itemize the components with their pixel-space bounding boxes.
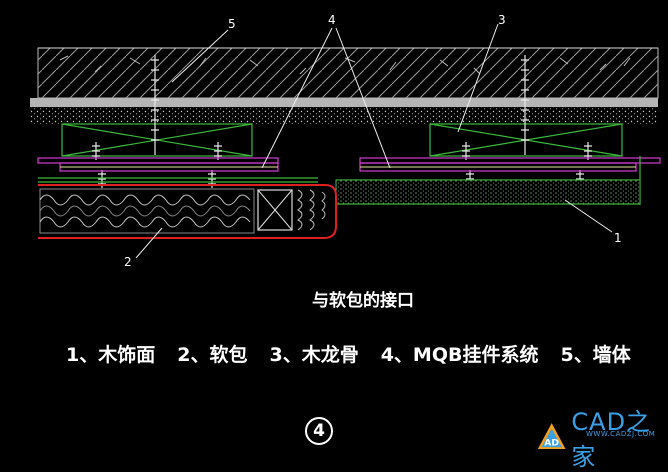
- legend-item-mqb-hanger: 4、MQB挂件系统: [380, 344, 539, 366]
- legend: 1、木饰面 2、软包 3、木龙骨 4、MQB挂件系统 5、墙体: [66, 340, 653, 367]
- legend-item-soft-padding: 2、软包: [177, 344, 248, 366]
- legend-item-wood-veneer: 1、木饰面: [66, 344, 156, 366]
- callout-4: 4: [328, 13, 336, 27]
- wall-layer: [37, 47, 659, 99]
- detail-number-badge: 4: [305, 417, 333, 445]
- mqb-hanger-system: [37, 157, 661, 172]
- anchor-screws: [92, 55, 592, 188]
- wood-veneer: [335, 179, 641, 205]
- callout-2: 2: [124, 255, 132, 269]
- soft-padding: [38, 184, 337, 239]
- leader-lines: [135, 23, 613, 259]
- mortar-band: [30, 98, 658, 107]
- watermark-url: WWW.CADZJ.COM: [586, 430, 656, 438]
- callout-5: 5: [228, 17, 236, 31]
- wood-battens: [61, 123, 623, 157]
- legend-item-wall: 5、墙体: [560, 344, 631, 366]
- legend-item-wood-batten: 3、木龙骨: [269, 344, 359, 366]
- callout-1: 1: [614, 231, 622, 245]
- svg-text:AD: AD: [544, 437, 559, 448]
- drawing-title: 与软包的接口: [312, 291, 414, 311]
- callout-numbers: 5 4 3 1 2: [124, 13, 622, 269]
- cad-logo-icon: AD: [537, 423, 566, 450]
- joint-detail-drawing: 5 4 3 1 2: [30, 13, 661, 269]
- callout-3: 3: [498, 13, 506, 27]
